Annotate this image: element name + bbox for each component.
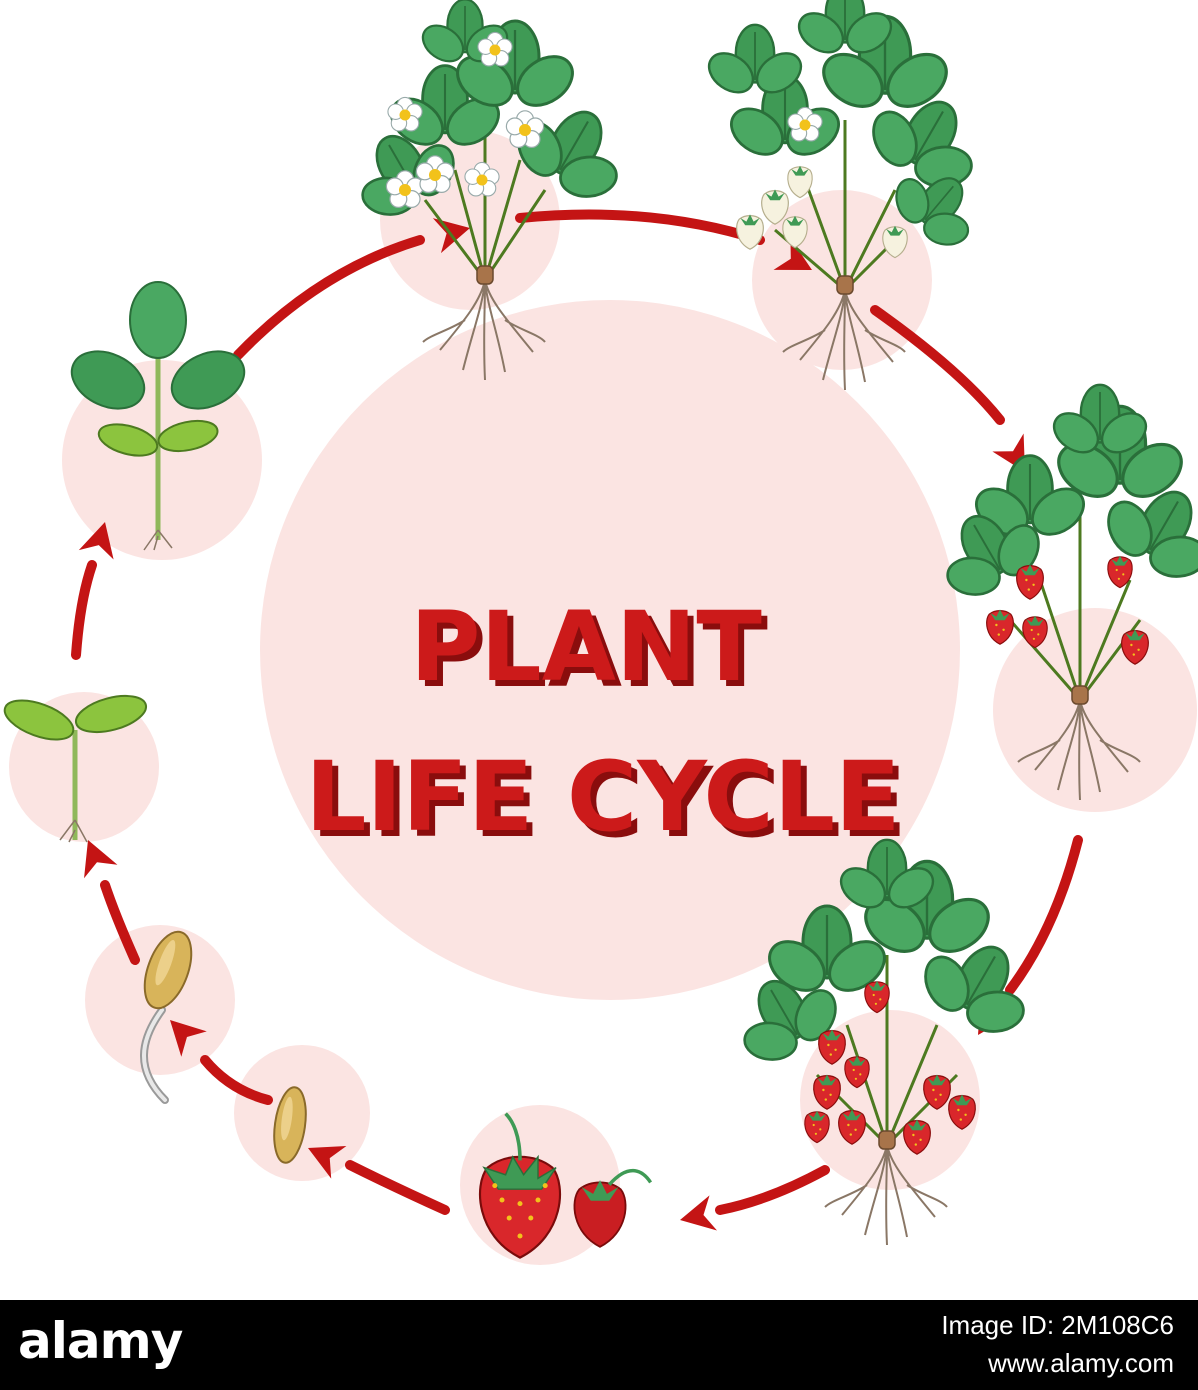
ripening-fruit-plant-icon [918, 383, 1198, 801]
arrow-ripening-to-fruiting [962, 835, 1083, 1045]
fruiting-plant-icon [715, 838, 1055, 1246]
arrow-flowering-to-unripe [515, 209, 821, 286]
title-line-2: LIFE CYCLE [305, 741, 900, 853]
center-circle [260, 300, 960, 1000]
strawberry-fruit-icon [478, 1112, 653, 1259]
cycle-arrows [71, 209, 1083, 1238]
watermark-bar: alamy Image ID: 2M108C6 www.alamy.com [0, 1300, 1198, 1390]
seed-icon [273, 1086, 307, 1164]
arrow-seed-to-germinating [157, 1007, 273, 1105]
unripe-fruit-plant-icon [700, 0, 1003, 391]
title-line-2-shadow: LIFE CYCLE [311, 747, 906, 859]
arrow-germinating-to-sprout [71, 833, 140, 965]
flowering-plant-icon [333, 0, 648, 381]
watermark-site: www.alamy.com [988, 1348, 1174, 1378]
stage-circle-fruiting [800, 1010, 980, 1190]
life-cycle-diagram: PLANT PLANT LIFE CYCLE LIFE CYCLE [3, 0, 1198, 1265]
title-line-1: PLANT [410, 591, 762, 703]
arrow-fruiting-to-strawberry [676, 1165, 830, 1238]
arrow-unripe-to-ripening [870, 305, 1041, 481]
arrow-strawberry-to-seed [300, 1131, 450, 1215]
arrow-seedling-to-flowering [233, 210, 475, 360]
arrow-sprout-to-seedling [71, 517, 123, 660]
germinating-seed-icon [140, 930, 193, 1104]
watermark-image-id: Image ID: 2M108C6 [941, 1310, 1174, 1340]
stage-circle-ripening [993, 608, 1197, 812]
sprout-icon [3, 694, 148, 843]
stage-circle-seedling [62, 360, 262, 560]
watermark-brand: alamy [18, 1312, 183, 1370]
title-line-1-shadow: PLANT [416, 597, 768, 709]
diagram-title: PLANT PLANT LIFE CYCLE LIFE CYCLE [305, 591, 906, 859]
seedling-icon [70, 281, 246, 551]
